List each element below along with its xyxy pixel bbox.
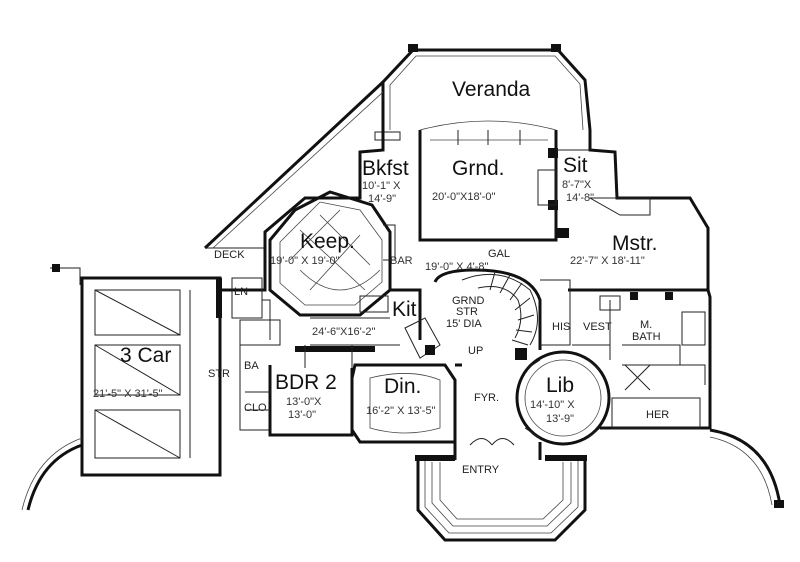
garage-block <box>21 276 222 511</box>
mbath-label-2: BATH <box>632 331 661 343</box>
gal-dim: 19'-0" X 4'-8" <box>425 261 488 273</box>
bdr2-dim-1: 13'-0"X <box>286 396 322 408</box>
house-walls <box>220 120 712 430</box>
clo-label: CLO <box>244 402 267 414</box>
dining-room <box>350 363 462 444</box>
bar-label: BAR <box>390 255 413 267</box>
keeping-room <box>268 190 396 317</box>
bkfst-dim-2: 14'-9" <box>368 193 396 205</box>
his-label: HIS <box>552 321 570 333</box>
keep-label: Keep. <box>300 230 355 253</box>
right-curved-wall <box>709 428 784 508</box>
library <box>515 350 611 446</box>
veranda-area <box>374 44 592 141</box>
grnd-str-label-1: GRND <box>452 295 484 307</box>
keep-dim: 19'-0" X 19'-0" <box>270 255 340 267</box>
mstr-dim: 22'-7" X 18'-11" <box>570 255 645 267</box>
grand-stair <box>425 268 542 360</box>
gal-label: GAL <box>488 248 510 260</box>
grnd-dim: 20'-0"X18'-0" <box>432 191 495 203</box>
bath-label: BA <box>244 360 259 372</box>
bdr2-label: BDR 2 <box>275 371 337 394</box>
entry-label: ENTRY <box>462 464 500 476</box>
stair-up-label: UP <box>468 345 483 357</box>
kitchen <box>310 288 441 359</box>
lib-label: Lib <box>546 374 574 397</box>
mbath-label-1: M. <box>640 319 652 331</box>
kit-label: Kit <box>392 298 417 321</box>
fyr-label: FYR. <box>474 392 499 404</box>
vest-label: VEST <box>583 321 612 333</box>
din-dim: 16'-2" X 13'-5" <box>366 405 436 417</box>
mstr-label: Mstr. <box>612 232 658 255</box>
ln-label: LN <box>234 286 248 298</box>
grnd-str-label-3: 15' DIA <box>446 318 482 330</box>
sit-dim-1: 8'-7"X <box>562 179 592 191</box>
sit-label: Sit <box>563 154 588 177</box>
bdr2-dim-2: 13'-0" <box>288 409 316 421</box>
bkfst-label: Bkfst <box>362 157 409 180</box>
str-label: STR <box>208 368 230 380</box>
grnd-label: Grnd. <box>452 157 505 180</box>
garage-dim: 21'-5" X 31'-5" <box>93 388 163 400</box>
her-label: HER <box>646 409 669 421</box>
garage-label: 3 Car <box>120 344 171 367</box>
bkfst-dim-1: 10'-1" X <box>362 180 401 192</box>
lib-dim-1: 14'-10" X <box>530 399 575 411</box>
master-suite <box>540 197 708 429</box>
entry-porch <box>415 438 587 542</box>
din-label: Din. <box>384 375 421 398</box>
sit-dim-2: 14'-8" <box>566 192 594 204</box>
grnd-str-label-2: STR <box>456 306 478 318</box>
veranda-label: Veranda <box>452 78 531 101</box>
kit-dim: 24'-6"X16'-2" <box>312 326 375 338</box>
lib-dim-2: 13'-9" <box>546 413 574 425</box>
deck-label: DECK <box>214 249 245 261</box>
